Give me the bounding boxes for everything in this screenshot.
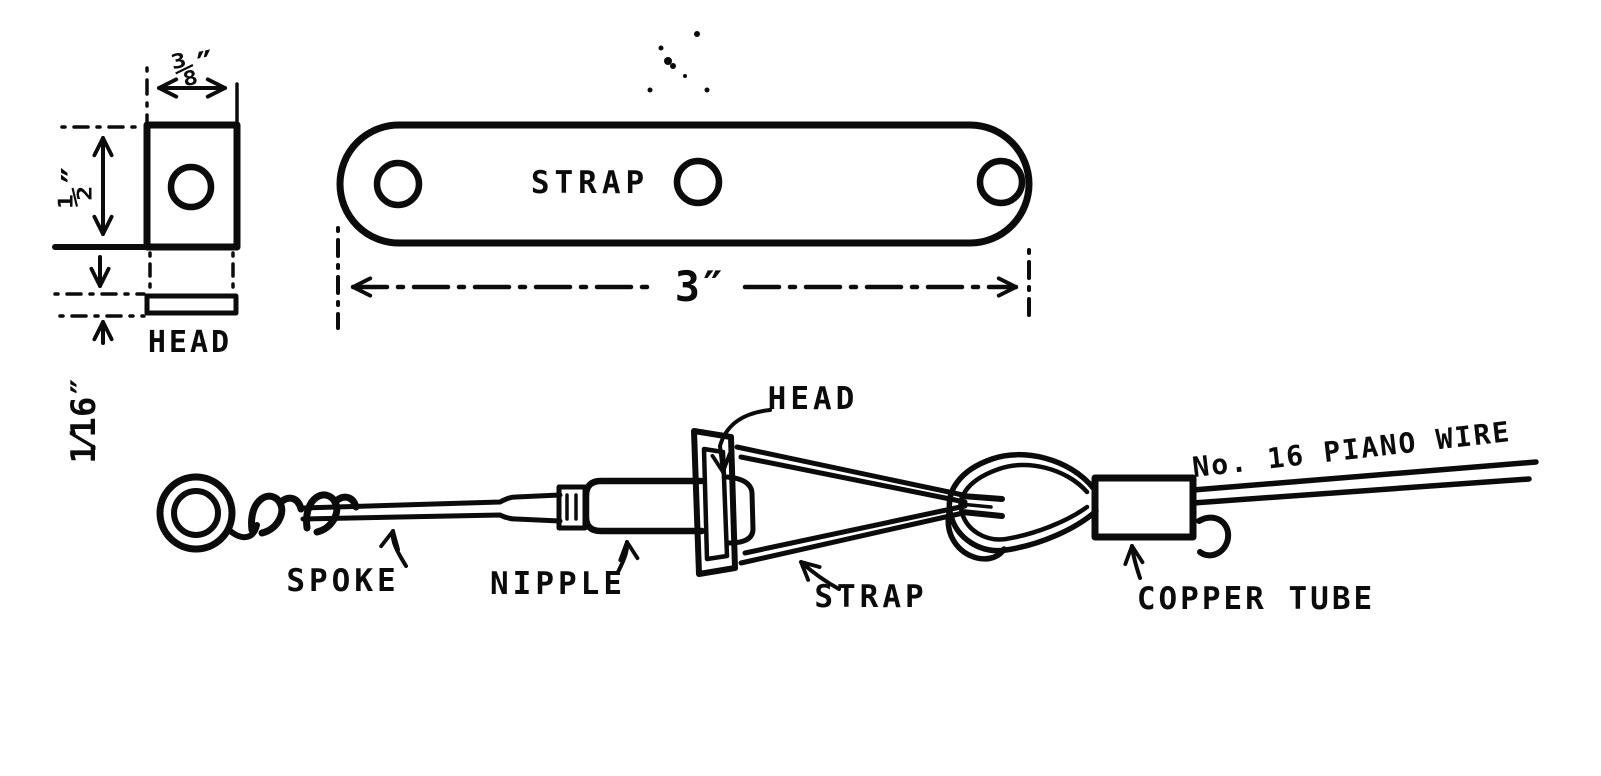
head-width-dimension: ⅜″ — [145, 43, 239, 125]
strap-leader-arrow — [799, 560, 841, 591]
head-width-dim-label: ⅜″ — [170, 43, 221, 92]
head-side-view — [144, 251, 239, 316]
piano-wire-label: No. 16 PIANO WIRE — [1191, 415, 1513, 484]
nipple-label: NIPPLE — [490, 566, 626, 602]
head-thickness-dim-label: 1⁄16″ — [64, 376, 104, 464]
wire-coil — [248, 491, 360, 537]
copper-tube — [1091, 474, 1197, 541]
copper-tube-leader-arrow — [1123, 544, 1145, 580]
head-view-caption: HEAD — [148, 325, 232, 360]
head-height-dimension: ½″ — [52, 125, 149, 250]
strap-hole-middle — [673, 157, 723, 207]
print-specks — [647, 31, 710, 93]
piano-wire — [1190, 459, 1539, 506]
strap-view-caption: STRAP — [531, 165, 649, 201]
strap-length-dim-label: 3″ — [675, 262, 726, 311]
copper-tube-label: COPPER TUBE — [1137, 581, 1375, 617]
strap-bent — [734, 444, 1005, 566]
spoke-rod — [300, 492, 563, 524]
strap-hole-left — [373, 159, 423, 209]
assembly-head-label: HEAD — [768, 381, 859, 417]
nipple-leader-arrow — [616, 540, 640, 574]
spoke-eye — [156, 473, 260, 553]
spoke-label: SPOKE — [286, 563, 399, 599]
strap-length-dimension: 3″ — [336, 226, 1031, 330]
head-front-view — [143, 121, 241, 251]
spoke-leader-arrow — [379, 529, 408, 568]
head-height-dim-label: ½″ — [55, 164, 96, 207]
head-plate — [691, 428, 756, 577]
spoke-ferrule — [556, 484, 588, 531]
strap-hole-right — [976, 157, 1026, 207]
head-leader-arrow — [710, 408, 772, 474]
strap-top-view: STRAP — [336, 121, 1033, 247]
head-hole — [167, 163, 215, 211]
nipple-body — [582, 477, 706, 535]
wire-loop — [945, 451, 1099, 562]
assembly-labels: SPOKE NIPPLE HEAD STRAP COPPER TUBE No. … — [286, 381, 1513, 617]
wire-end-hook — [1196, 514, 1232, 559]
turnbuckle-assembly — [156, 428, 1539, 577]
head-thickness-dimension: 1⁄16″ — [53, 255, 146, 464]
